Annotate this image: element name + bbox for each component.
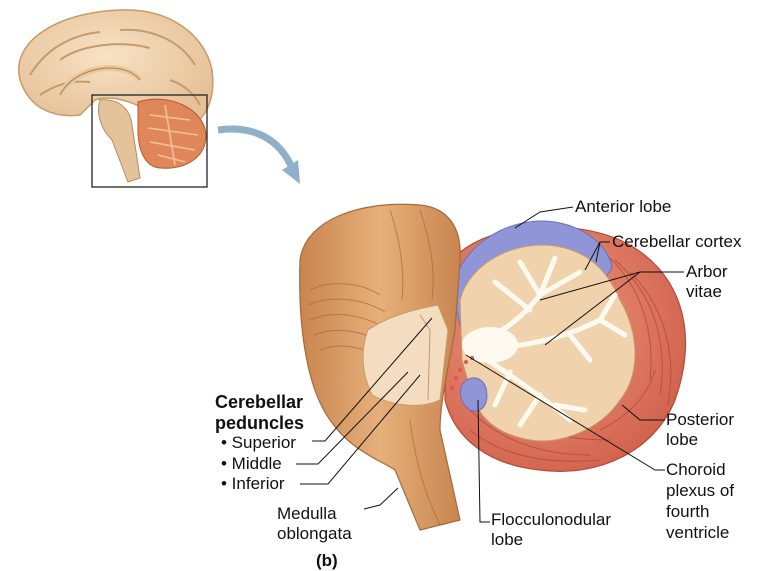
label-cerebellar-cortex: Cerebellar cortex bbox=[612, 232, 742, 251]
label-medulla-line1: Medulla bbox=[277, 504, 337, 523]
label-arbor-vitae-line2: vitae bbox=[686, 282, 722, 301]
sagittal-brain-inset bbox=[17, 9, 214, 188]
panel-label: (b) bbox=[316, 551, 338, 570]
label-choroid-line1: Choroid bbox=[666, 460, 726, 479]
leader-lines bbox=[296, 206, 684, 523]
pointer-arrow bbox=[217, 125, 300, 184]
label-medulla-line2: oblongata bbox=[277, 524, 352, 543]
label-posterior-lobe-line1: Posterior bbox=[666, 410, 735, 429]
label-choroid-line4: ventricle bbox=[666, 523, 730, 542]
label-choroid-line2: plexus of bbox=[666, 481, 735, 500]
label-anterior-lobe: Anterior lobe bbox=[575, 197, 672, 216]
label-peduncles-heading2: peduncles bbox=[215, 413, 305, 433]
label-superior: • Superior bbox=[221, 433, 296, 452]
label-choroid-line3: fourth bbox=[666, 502, 710, 521]
label-posterior-lobe-line2: lobe bbox=[666, 430, 699, 449]
label-flocculonodular-line2: lobe bbox=[491, 530, 524, 549]
label-flocculonodular-line1: Flocculonodular bbox=[491, 510, 612, 529]
label-inferior: • Inferior bbox=[221, 474, 285, 493]
cerebellum-brainstem bbox=[299, 203, 687, 531]
label-peduncles-heading1: Cerebellar bbox=[215, 392, 304, 412]
label-middle: • Middle bbox=[221, 454, 282, 473]
label-arbor-vitae-line1: Arbor bbox=[686, 262, 728, 281]
